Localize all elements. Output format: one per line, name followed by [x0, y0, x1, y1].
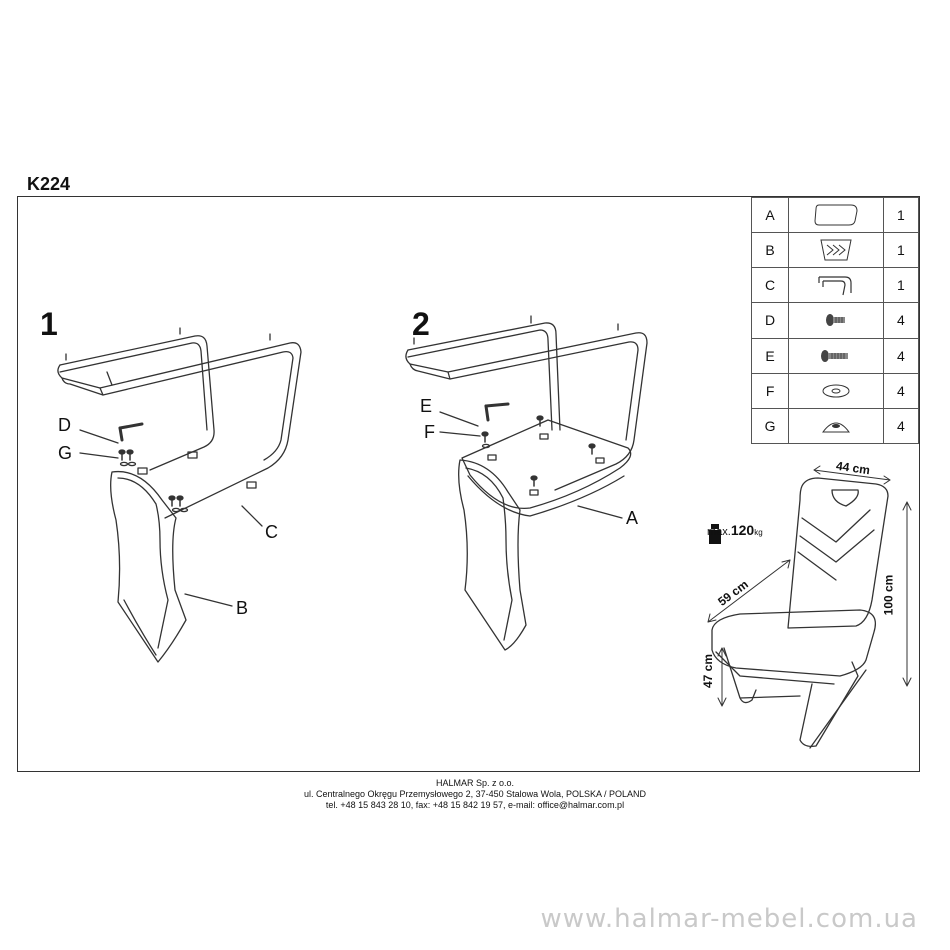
short-screw-icon [826, 314, 846, 327]
model-title: K224 [27, 174, 71, 194]
part-qty: 4 [882, 302, 920, 339]
dim-seat-height: 47 cm [701, 653, 716, 689]
website-watermark: www.halmar-mebel.com.ua [540, 904, 918, 934]
footer-address: ul. Centralnego Okręgu Przemysłowego 2, … [303, 789, 646, 799]
part-letter: G [750, 407, 790, 445]
part-row: D 4 [750, 302, 920, 339]
callout-a: A [626, 508, 639, 528]
callout-g: G [58, 443, 73, 463]
part-qty: 1 [882, 232, 920, 269]
callout-b: B [236, 598, 249, 618]
step1-frame-drawing [57, 327, 302, 519]
long-screw-icon [821, 349, 849, 362]
callout-f: F [424, 422, 435, 442]
part-letter: A [750, 196, 790, 234]
step-number-2: 2 [412, 306, 430, 342]
part-row: B 1 [750, 232, 920, 269]
step2-frame-drawing [405, 315, 648, 517]
step-number-1: 1 [40, 306, 58, 342]
step2-screws [481, 402, 596, 487]
part-letter: D [750, 302, 790, 339]
part-row: E 4 [750, 337, 920, 374]
callout-d: D [58, 415, 71, 435]
max-load-value: 120 [730, 522, 755, 538]
part-qty: 4 [882, 337, 920, 374]
part-letter: C [750, 267, 790, 304]
part-row: F 4 [750, 372, 920, 409]
part-qty: 4 [882, 372, 920, 409]
part-row: G 4 [750, 407, 920, 445]
dim-height: 100 cm [881, 574, 896, 616]
part-qty: 4 [882, 407, 920, 445]
part-qty: 1 [882, 267, 920, 304]
footer-company: HALMAR Sp. z o.o. [435, 778, 515, 788]
weight-icon [709, 524, 721, 544]
seat-icon [814, 204, 858, 226]
max-load-prefix: max. [707, 526, 731, 538]
instruction-frame [17, 196, 920, 772]
chair-dimension-drawing [711, 477, 889, 749]
part-letter: B [750, 232, 790, 269]
footer-contact: tel. +48 15 843 28 10, fax: +48 15 842 1… [325, 800, 625, 810]
step1-screws [118, 422, 189, 513]
spring-washer-icon [822, 422, 850, 433]
dimension-lines [707, 465, 912, 707]
max-load: max.120kg [707, 522, 763, 538]
part-letter: F [750, 372, 790, 409]
backrest-icon [820, 239, 852, 261]
callout-e: E [420, 396, 433, 416]
parts-table: A 1 B 1 C 1 D [750, 196, 920, 445]
washer-icon [822, 384, 850, 398]
frame-icon [818, 276, 852, 296]
callout-c: C [265, 522, 278, 542]
step1-backrest-drawing [110, 470, 187, 663]
max-load-unit: kg [754, 528, 763, 537]
step2-backrest-drawing [458, 459, 527, 651]
